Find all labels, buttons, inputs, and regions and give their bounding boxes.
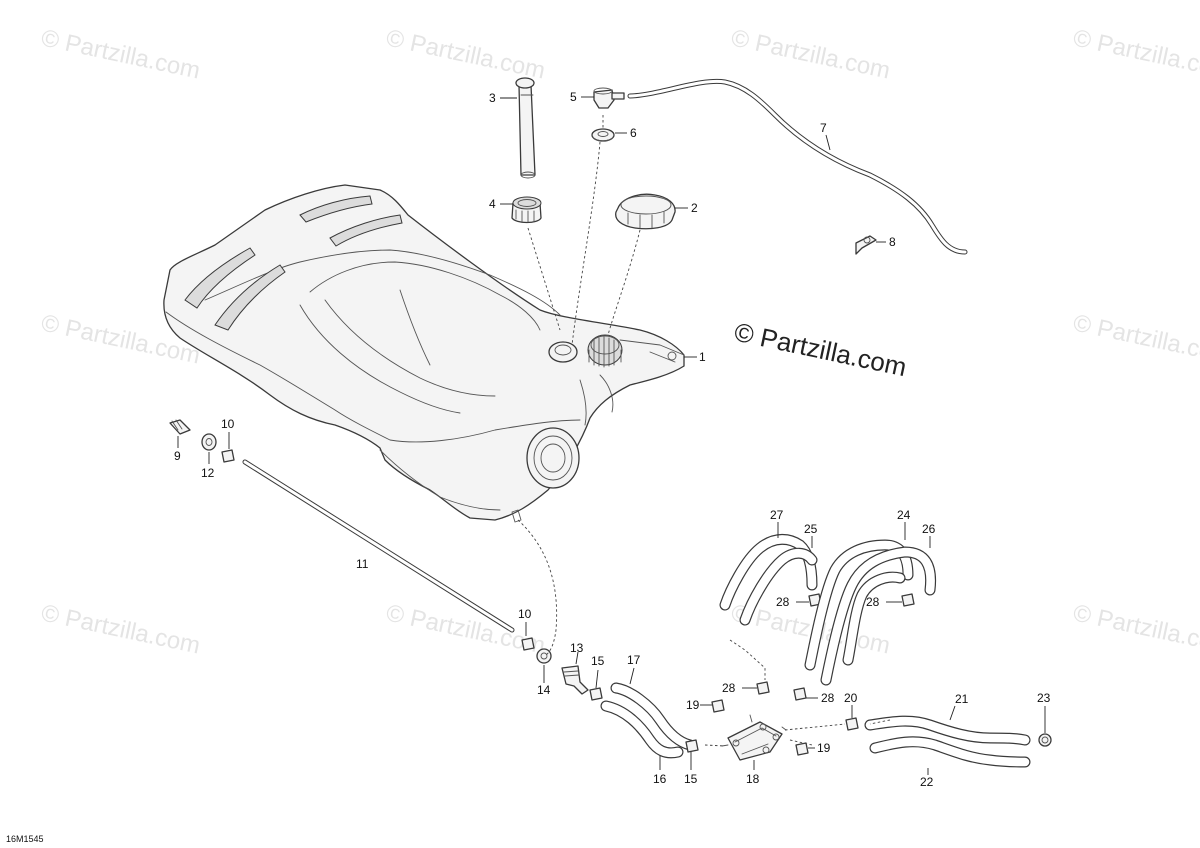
clamp[interactable] [793, 687, 807, 701]
fuel-cap[interactable] [615, 193, 676, 230]
clamp[interactable] [901, 593, 915, 607]
watermark-text: © Partzilla.com [39, 599, 203, 659]
watermark-text: © Partzilla.com [39, 24, 203, 84]
fuel-hose[interactable] [600, 700, 684, 759]
callout-5[interactable]: 5 [570, 90, 577, 104]
fuel-tank[interactable] [163, 184, 685, 523]
fuel-hose[interactable] [820, 546, 937, 686]
callout-2[interactable]: 2 [691, 201, 698, 215]
clamp[interactable] [685, 739, 699, 753]
callout-17[interactable]: 17 [627, 653, 641, 667]
fuel-hose[interactable] [864, 715, 1031, 746]
fuel-hose[interactable] [739, 547, 818, 626]
callout-18[interactable]: 18 [746, 772, 760, 786]
clamp[interactable] [589, 687, 603, 701]
clamp[interactable] [221, 449, 235, 463]
callout-10[interactable]: 10 [518, 607, 532, 621]
fuel-hose[interactable] [869, 736, 1031, 768]
spring-clip[interactable] [1038, 733, 1052, 747]
callout-4[interactable]: 4 [489, 197, 496, 211]
watermark-text: © Partzilla.com [1071, 309, 1200, 369]
clamp[interactable] [521, 637, 535, 651]
callout-10[interactable]: 10 [221, 417, 235, 431]
fuel-hose[interactable] [842, 571, 906, 666]
callout-20[interactable]: 20 [844, 691, 858, 705]
washer-nut[interactable] [201, 433, 217, 451]
vent-hose[interactable] [627, 78, 968, 255]
callout-11[interactable]: 11 [356, 557, 369, 571]
breather-tube[interactable] [242, 459, 515, 633]
callout-19[interactable]: 19 [686, 698, 700, 712]
fuel-hose[interactable] [610, 682, 696, 751]
watermark-text: © Partzilla.com [1071, 599, 1200, 659]
callout-15[interactable]: 15 [684, 772, 698, 786]
leader-lines [177, 96, 1046, 775]
callout-15[interactable]: 15 [591, 654, 605, 668]
diagram-code: 16M1545 [6, 834, 44, 844]
filler-tube[interactable] [515, 77, 536, 179]
callout-12[interactable]: 12 [201, 466, 215, 480]
vent-valve[interactable] [593, 87, 625, 109]
watermark-text: © Partzilla.com [729, 24, 893, 84]
connector-fitting[interactable] [561, 665, 589, 695]
callout-19[interactable]: 19 [817, 741, 831, 755]
callout-6[interactable]: 6 [630, 126, 637, 140]
callout-22[interactable]: 22 [920, 775, 934, 789]
callout-28[interactable]: 28 [821, 691, 835, 705]
watermark-main: © Partzilla.com [732, 317, 910, 383]
callout-26[interactable]: 26 [922, 522, 936, 536]
callout-8[interactable]: 8 [889, 235, 896, 249]
elbow-fitting[interactable] [169, 419, 191, 435]
callout-21[interactable]: 21 [955, 692, 969, 706]
grommet[interactable] [591, 128, 615, 142]
clamp[interactable] [711, 699, 725, 713]
fuel-filter-manifold[interactable] [721, 714, 787, 761]
callout-28[interactable]: 28 [776, 595, 790, 609]
callout-28[interactable]: 28 [866, 595, 880, 609]
callout-27[interactable]: 27 [770, 508, 784, 522]
clamp[interactable] [795, 742, 809, 756]
clamp[interactable] [756, 681, 770, 695]
callout-24[interactable]: 24 [897, 508, 911, 522]
callout-13[interactable]: 13 [570, 641, 584, 655]
watermark-text: © Partzilla.com [384, 24, 548, 84]
clamp[interactable] [845, 717, 859, 731]
callout-23[interactable]: 23 [1037, 691, 1051, 705]
washer[interactable] [536, 648, 552, 664]
callout-28[interactable]: 28 [722, 681, 736, 695]
callout-1[interactable]: 1 [699, 350, 706, 364]
callout-25[interactable]: 25 [804, 522, 818, 536]
callouts: 1 2 3 4 5 6 7 8 9 10 11 12 10 13 14 15 1… [174, 90, 1051, 789]
callout-16[interactable]: 16 [653, 772, 667, 786]
hose-clip[interactable] [855, 235, 877, 255]
watermark-text: © Partzilla.com [1071, 24, 1200, 84]
callout-3[interactable]: 3 [489, 91, 496, 105]
callout-9[interactable]: 9 [174, 449, 181, 463]
callout-7[interactable]: 7 [820, 121, 827, 135]
filler-adapter[interactable] [511, 196, 542, 224]
assembly-lines [517, 115, 891, 747]
callout-14[interactable]: 14 [537, 683, 551, 697]
